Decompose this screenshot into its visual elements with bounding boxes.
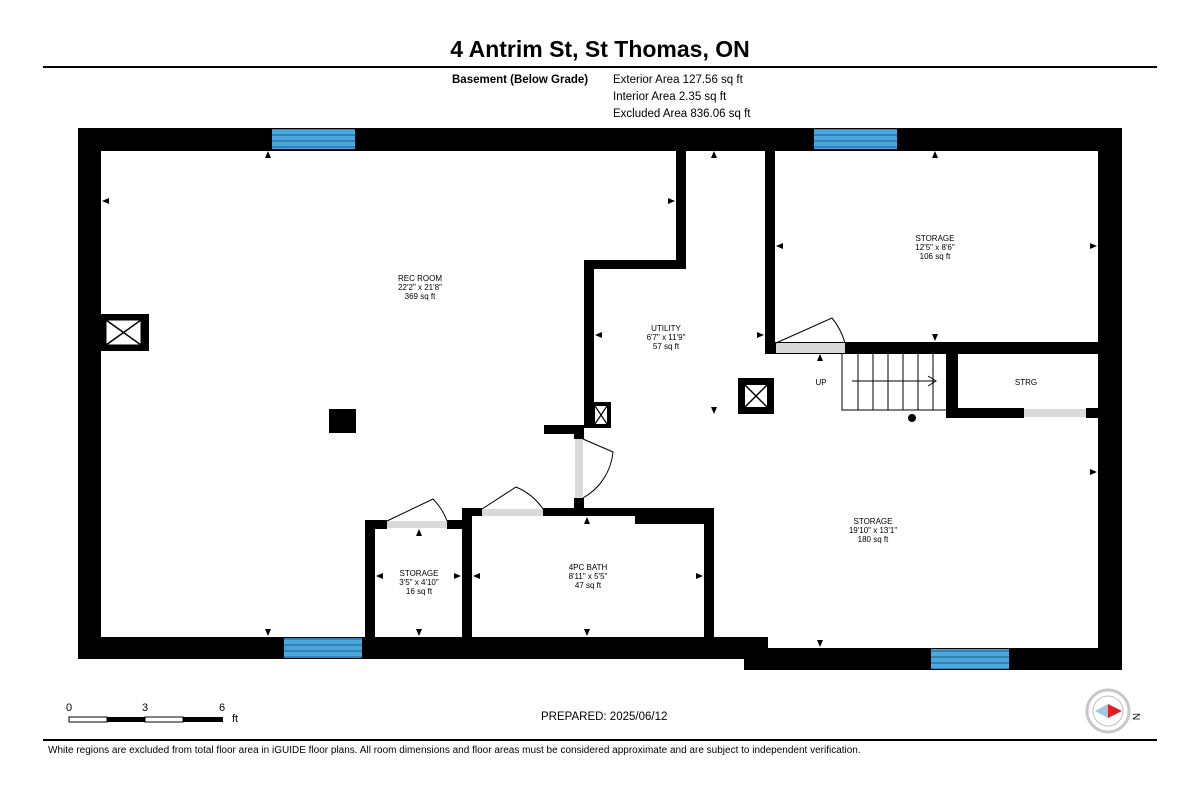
room-labels: REC ROOM 22'2" x 21'8" 369 sq ft STORAGE… [398,234,1037,596]
room-area: 180 sq ft [858,535,889,544]
wall-bath-left [462,508,472,648]
window-bottom-left [284,638,362,658]
vent-icon [744,384,768,408]
wall-utility-right [765,150,775,342]
wall-utility-top [676,150,686,268]
disclaimer: White regions are excluded from total fl… [48,745,861,756]
room-name: STORAGE [854,517,893,526]
room-area: 47 sq ft [575,581,602,590]
room-dims: 6'7" x 11'9" [647,333,686,342]
fixtures [100,314,916,433]
prepared-date: PREPARED: 2025/06/12 [541,711,668,723]
room-area: 16 sq ft [406,587,433,596]
scale-unit: ft [232,713,239,725]
excluded-area: Excluded Area 836.06 sq ft [613,108,751,120]
stairs [841,354,946,411]
window-top-right [814,129,897,149]
wall-top [78,128,1122,151]
wall-left [78,128,101,659]
page-title: 4 Antrim St, St Thomas, ON [450,36,750,62]
scale-tick-6: 6 [219,702,226,714]
window-top-left [272,129,355,149]
door-openings [387,343,1086,528]
compass-direction: N [1130,713,1141,720]
room-dims: 19'10" x 13'1" [849,526,897,535]
wall-bath-right [704,508,714,648]
interior-area: Interior Area 2.35 sq ft [613,91,727,103]
room-area: 369 sq ft [405,292,436,301]
room-dims: 22'2" x 21'8" [398,283,442,292]
stairs-label: UP [815,378,826,387]
header-rule [43,66,1157,68]
vent-icon [594,405,608,425]
room-dims: 8'11" x 5'5" [569,572,608,581]
exterior-area: Exterior Area 127.56 sq ft [613,74,743,86]
room-dims: 3'5" x 4'10" [399,578,439,587]
room-name: STORAGE [916,234,955,243]
door-swings [386,317,846,522]
wall-right [1098,128,1122,670]
scale-tick-3: 3 [142,702,149,714]
drain-icon [908,414,916,422]
room-name: 4PC BATH [569,563,608,572]
room-name: REC ROOM [398,274,442,283]
window-bottom-right [931,649,1009,669]
compass-icon: N [1085,688,1141,734]
room-area: 106 sq ft [920,252,951,261]
scale-tick-0: 0 [66,702,73,714]
room-area: 57 sq ft [653,342,680,351]
dimension-markers [102,151,1097,647]
wall-small-storage-left [365,520,375,648]
wall-storage-bottom [845,342,1098,354]
support-column [329,409,356,433]
wall-bottom-left [78,637,768,659]
room-name: UTILITY [651,324,681,333]
floor-name: Basement (Below Grade) [452,74,589,86]
footer-rule [43,739,1157,741]
windows [272,129,1009,669]
strg-label: STRG [1015,378,1037,387]
room-dims: 12'5" x 8'6" [915,243,955,252]
scale-bar [68,716,223,723]
room-name: STORAGE [400,569,439,578]
vent-icon [105,319,142,346]
